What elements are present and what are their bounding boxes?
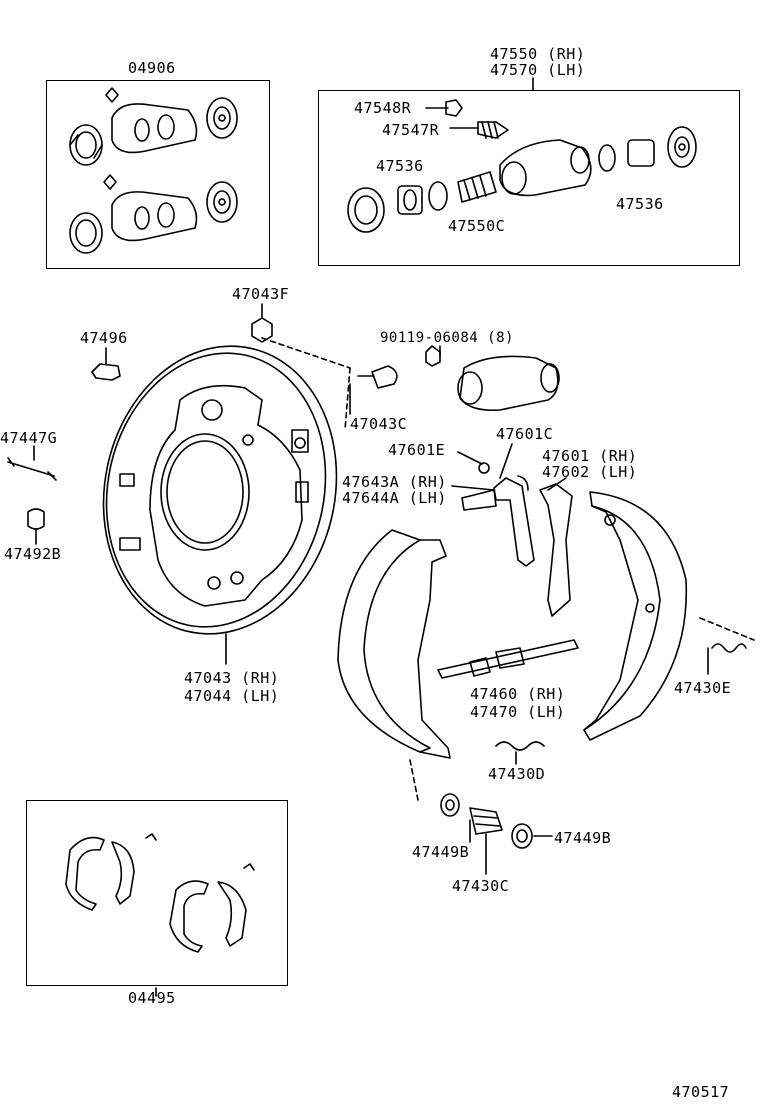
label-47570-lh: 47570 (LH) — [490, 61, 586, 79]
shoe-kit-box — [26, 800, 288, 986]
label-47601c: 47601C — [496, 425, 554, 443]
shoe-kit-parts — [65, 833, 255, 953]
label-47601-rh: 47601 (RH) — [542, 447, 638, 465]
label-47536-right: 47536 — [616, 195, 664, 213]
label-47602-lh: 47602 (LH) — [542, 463, 638, 481]
label-47548r: 47548R — [354, 99, 412, 117]
diagram-number: 470517 — [672, 1083, 730, 1101]
label-47430e: 47430E — [674, 679, 732, 697]
label-47547r: 47547R — [382, 121, 440, 139]
wheel-cylinder-box — [318, 90, 740, 266]
label-47430c: 47430C — [452, 877, 510, 895]
label-47449b-left: 47449B — [412, 843, 470, 861]
label-47492b: 47492B — [4, 545, 62, 563]
adjuster-levers — [461, 462, 573, 617]
label-47044-lh: 47044 (LH) — [184, 687, 280, 705]
label-47550-rh: 47550 (RH) — [490, 45, 586, 63]
label-47470-lh: 47470 (LH) — [470, 703, 566, 721]
label-04906: 04906 — [128, 59, 176, 77]
label-47460-rh: 47460 (RH) — [470, 685, 566, 703]
cup-kit-parts — [69, 87, 238, 254]
leader-lines — [33, 303, 709, 997]
label-47043c: 47043C — [350, 415, 408, 433]
label-90119-06084: 90119-06084 (8) — [380, 330, 514, 346]
label-47644a-lh: 47644A (LH) — [342, 489, 447, 507]
label-47550c: 47550C — [448, 217, 506, 235]
adjuster-strut — [437, 639, 579, 679]
label-47430d: 47430D — [488, 765, 546, 783]
springs-and-cups — [440, 741, 553, 849]
label-47643a-rh: 47643A (RH) — [342, 473, 447, 491]
label-47601e: 47601E — [388, 441, 446, 459]
label-47447g: 47447G — [0, 429, 58, 447]
label-47449b-right: 47449B — [554, 829, 612, 847]
label-04495: 04495 — [128, 989, 176, 1007]
label-47496: 47496 — [80, 329, 128, 347]
label-47536-left: 47536 — [376, 157, 424, 175]
small-cylinder — [425, 345, 560, 412]
cup-kit-box — [46, 80, 270, 269]
left-brake-shoe — [337, 529, 451, 801]
label-47043-rh: 47043 (RH) — [184, 669, 280, 687]
label-47043f: 47043F — [232, 285, 290, 303]
wheel-cylinder-parts — [347, 77, 697, 233]
right-brake-shoe — [583, 491, 755, 741]
backing-plate — [7, 317, 398, 635]
